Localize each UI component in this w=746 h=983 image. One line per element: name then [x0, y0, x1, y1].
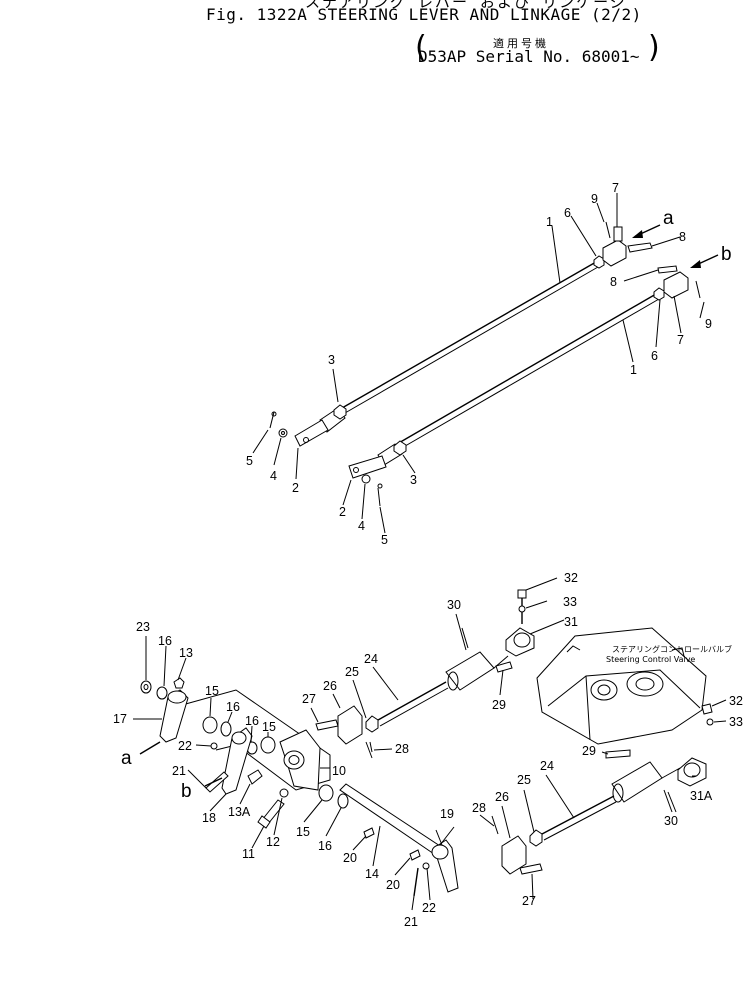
callout-13: 13: [179, 646, 193, 660]
callout-12: 12: [266, 835, 280, 849]
upper-cylinder-linkage: [315, 589, 535, 759]
callout-8-lower: 8: [610, 275, 617, 289]
callout-32-b: 32: [729, 694, 743, 708]
valve-label-jp: ステアリングコントロールバルブ: [612, 644, 732, 654]
callout-7-upper: 7: [612, 181, 619, 195]
callout-30-b: 30: [664, 814, 678, 828]
callout-14: 14: [365, 867, 379, 881]
callout-15-a: 15: [205, 684, 219, 698]
valve-label-en: Steering Control Valve: [606, 655, 695, 664]
serial-bracket-right: ): [648, 30, 660, 65]
callout-2-upper: 2: [292, 481, 299, 495]
callout-24-b: 24: [540, 759, 554, 773]
callout-8-upper: 8: [679, 230, 686, 244]
callout-10: 10: [332, 764, 346, 778]
callout-27-b: 27: [522, 894, 536, 908]
left-bracket-group: [139, 677, 331, 829]
bottom-callouts: 10 11 12 13 13A 14 15 15 15 16 16 16 16 …: [113, 571, 743, 929]
top-callouts: 1 1 2 2 3 3 4 4 5 5 6 6 7 7 8 8 9 9 a b: [246, 181, 732, 547]
callout-3-upper: 3: [328, 353, 335, 367]
cross-shaft-group: [318, 783, 459, 897]
callout-25-b: 25: [517, 773, 531, 787]
callout-33-b: 33: [729, 715, 743, 729]
steering-control-valve: ステアリングコントロールバルブ Steering Control Valve: [536, 627, 732, 745]
view-marker-b-bottom: b: [181, 781, 192, 802]
view-marker-a-bottom: a: [121, 748, 132, 769]
view-marker-b-top: b: [721, 244, 732, 265]
callout-20-b: 20: [386, 878, 400, 892]
callout-33-a: 33: [563, 595, 577, 609]
callout-16-b: 16: [226, 700, 240, 714]
callout-16-d: 16: [318, 839, 332, 853]
callout-20-a: 20: [343, 851, 357, 865]
callout-6-upper: 6: [564, 206, 571, 220]
callout-3-lower: 3: [410, 473, 417, 487]
callout-2-lower: 2: [339, 505, 346, 519]
lower-rod-assembly: [348, 254, 719, 507]
callout-5-lower: 5: [381, 533, 388, 547]
callout-31: 31: [564, 615, 578, 629]
callout-6-lower: 6: [651, 349, 658, 363]
view-marker-a-top: a: [663, 208, 674, 229]
callout-17: 17: [113, 712, 127, 726]
callout-32-a: 32: [564, 571, 578, 585]
top-leader-lines: [252, 193, 705, 534]
upper-rod-assembly: [269, 221, 661, 447]
callout-15-c: 15: [296, 825, 310, 839]
callout-25-a: 25: [345, 665, 359, 679]
callout-24-a: 24: [364, 652, 378, 666]
serial-bracket-left: (: [415, 30, 427, 65]
callout-21-b: 21: [404, 915, 418, 929]
callout-26-b: 26: [495, 790, 509, 804]
callout-29-a: 29: [492, 698, 506, 712]
callout-28-b: 28: [472, 801, 486, 815]
bottom-leader-lines: [133, 577, 727, 911]
callout-4-lower: 4: [358, 519, 365, 533]
callout-9-lower: 9: [705, 317, 712, 331]
figure-title: Fig. 1322A STEERING LEVER AND LINKAGE (2…: [206, 5, 642, 24]
callout-22-a: 22: [178, 739, 192, 753]
japanese-title-cut: ステアリング レバー および リンケージ: [305, 0, 627, 11]
callout-4-upper: 4: [270, 469, 277, 483]
callout-7-lower: 7: [677, 333, 684, 347]
callout-9-upper: 9: [591, 192, 598, 206]
callout-13a: 13A: [228, 805, 251, 819]
callout-16-a: 16: [158, 634, 172, 648]
callout-23: 23: [136, 620, 150, 634]
callout-19: 19: [440, 807, 454, 821]
callout-28-a: 28: [395, 742, 409, 756]
callout-21-a: 21: [172, 764, 186, 778]
callout-27-a: 27: [302, 692, 316, 706]
lower-cylinder-linkage: [491, 703, 714, 875]
callout-29-b: 29: [582, 744, 596, 758]
callout-22-b: 22: [422, 901, 436, 915]
callout-26-a: 26: [323, 679, 337, 693]
callout-30-a: 30: [447, 598, 461, 612]
callout-15-b: 15: [262, 720, 276, 734]
applicable-serial-label-jp: 適用号機: [493, 37, 549, 50]
callout-31a: 31A: [690, 789, 713, 803]
callout-1-upper: 1: [546, 215, 553, 229]
serial-number: D53AP Serial No. 68001~: [418, 47, 640, 66]
callout-16-c: 16: [245, 714, 259, 728]
callout-5-upper: 5: [246, 454, 253, 468]
callout-18: 18: [202, 811, 216, 825]
callout-11: 11: [242, 847, 255, 861]
callout-1-lower: 1: [630, 363, 637, 377]
